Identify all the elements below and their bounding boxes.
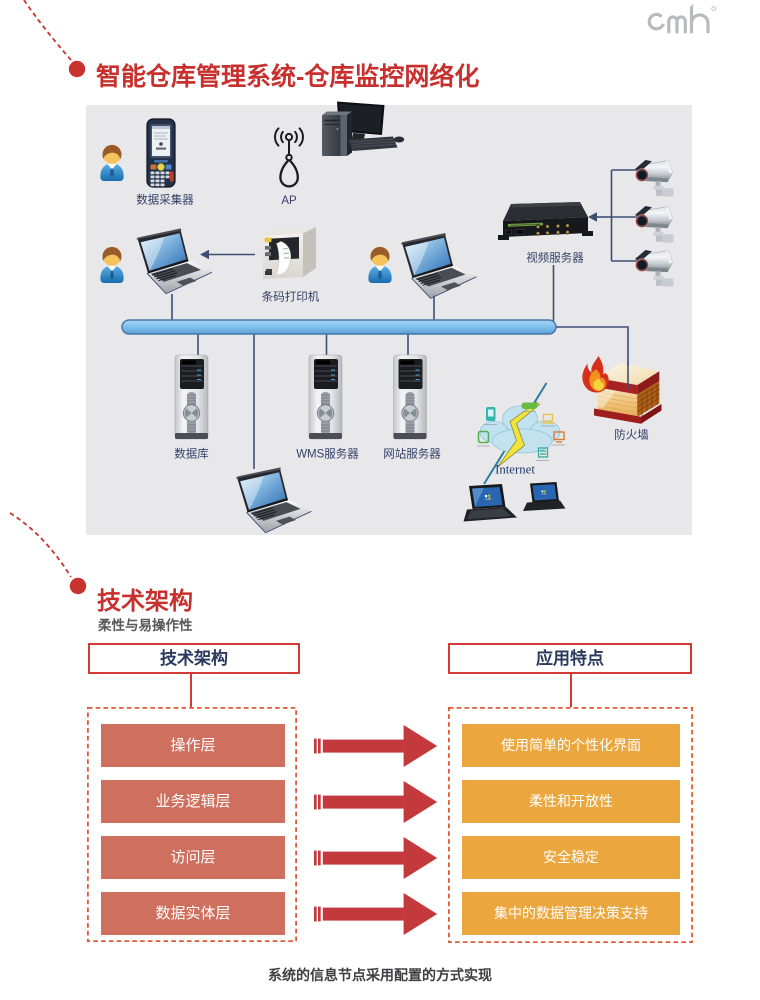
svg-text:WMS服务器: WMS服务器 xyxy=(296,447,359,461)
svg-text:Internet: Internet xyxy=(495,463,535,477)
svg-text:网站服务器: 网站服务器 xyxy=(383,447,441,461)
svg-text:条码打印机: 条码打印机 xyxy=(262,290,320,304)
svg-text:AP: AP xyxy=(281,195,297,207)
svg-text:防火墙: 防火墙 xyxy=(614,428,649,442)
svg-text:视频服务器: 视频服务器 xyxy=(526,251,584,265)
svg-text:数据库: 数据库 xyxy=(174,447,209,461)
svg-text:数据采集器: 数据采集器 xyxy=(136,193,194,207)
